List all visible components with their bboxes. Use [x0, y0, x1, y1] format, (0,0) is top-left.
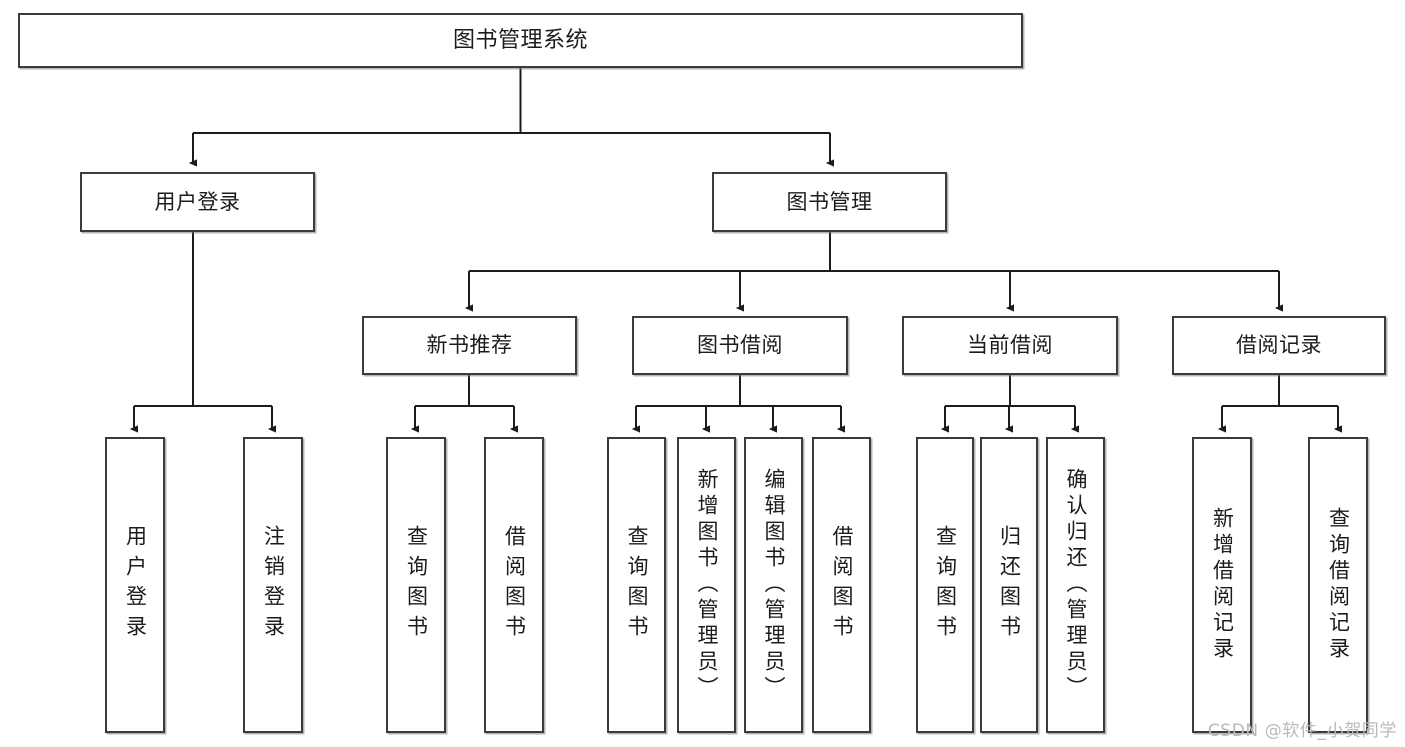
node-label: 图书管理系统: [452, 27, 588, 53]
node-label: 当前借阅: [967, 333, 1053, 358]
node-user-login[interactable]: 用户登录: [80, 172, 315, 232]
node-borrow-record[interactable]: 借阅记录: [1172, 316, 1386, 375]
node-label: 确认归还（管理员）: [1064, 468, 1088, 702]
node-label: 图书借阅: [697, 333, 783, 358]
node-root-system[interactable]: 图书管理系统: [18, 13, 1023, 68]
leaf-edit-book-admin[interactable]: 编辑图书（管理员）: [744, 437, 803, 733]
node-label: 查询图书: [404, 525, 429, 645]
node-label: 查询图书: [933, 525, 958, 645]
node-label: 查询图书: [625, 525, 649, 645]
node-label: 用户登录: [154, 189, 241, 214]
node-new-book-recommend[interactable]: 新书推荐: [362, 316, 577, 375]
leaf-user-login[interactable]: 用户登录: [105, 437, 165, 733]
node-current-borrow[interactable]: 当前借阅: [902, 316, 1118, 375]
leaf-query-book-newbook[interactable]: 查询图书: [386, 437, 446, 733]
leaf-query-book-borrow[interactable]: 查询图书: [607, 437, 666, 733]
node-label: 归还图书: [997, 525, 1022, 645]
node-label: 查询借阅记录: [1326, 507, 1351, 663]
node-label: 用户登录: [123, 525, 148, 645]
node-label: 图书管理: [786, 189, 873, 214]
leaf-confirm-return-admin[interactable]: 确认归还（管理员）: [1046, 437, 1105, 733]
node-book-borrow[interactable]: 图书借阅: [632, 316, 848, 375]
node-label: 新增图书（管理员）: [695, 468, 719, 702]
node-label: 新增借阅记录: [1210, 507, 1235, 663]
node-label: 借阅图书: [502, 525, 527, 645]
leaf-query-borrow-record[interactable]: 查询借阅记录: [1308, 437, 1368, 733]
leaf-add-book-admin[interactable]: 新增图书（管理员）: [677, 437, 736, 733]
leaf-borrow-book[interactable]: 借阅图书: [812, 437, 871, 733]
leaf-borrow-book-newbook[interactable]: 借阅图书: [484, 437, 544, 733]
leaf-logout[interactable]: 注销登录: [243, 437, 303, 733]
node-book-management[interactable]: 图书管理: [712, 172, 947, 232]
node-label: 借阅图书: [830, 525, 854, 645]
node-label: 注销登录: [261, 525, 286, 645]
node-label: 编辑图书（管理员）: [762, 468, 786, 702]
leaf-return-book[interactable]: 归还图书: [980, 437, 1038, 733]
watermark: CSDN @软件_小贺同学: [1207, 721, 1397, 741]
node-label: 借阅记录: [1236, 333, 1322, 358]
leaf-query-book-current[interactable]: 查询图书: [916, 437, 974, 733]
leaf-add-borrow-record[interactable]: 新增借阅记录: [1192, 437, 1252, 733]
node-label: 新书推荐: [426, 333, 513, 358]
